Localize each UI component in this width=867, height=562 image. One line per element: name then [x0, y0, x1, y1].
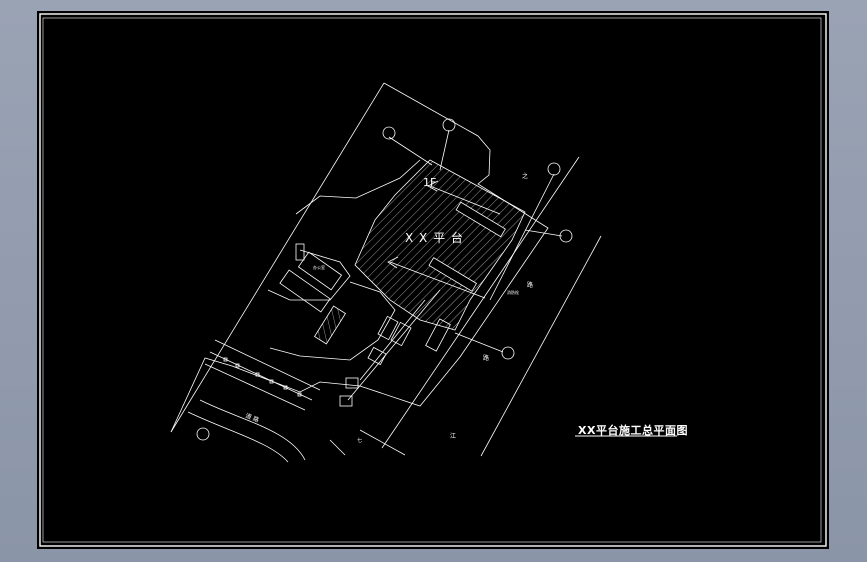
inner-border — [42, 17, 822, 543]
bottom-label-1: 七 — [357, 437, 362, 444]
row-markers — [223, 357, 302, 397]
axis-marker-3 — [547, 162, 561, 176]
road-line-2 — [480, 235, 602, 457]
outer-border — [39, 13, 827, 547]
arrow-head-2 — [387, 256, 399, 269]
drawing-viewport[interactable]: X X 平 台 1F 道 路 之 路 江 路 七 消防栓 办公室 XX平台施工总… — [37, 11, 829, 549]
axis-marker-2 — [442, 118, 456, 132]
axis-marker-5 — [501, 346, 515, 360]
floor-label: 1F — [423, 176, 436, 189]
axis-marker-6 — [196, 427, 210, 441]
arrow-head-1 — [427, 180, 439, 192]
road-label-side-3: 江 — [450, 433, 456, 440]
road-label-side-2: 路 — [527, 281, 533, 289]
existing-building-outline — [295, 159, 421, 215]
platform-hatch-area — [354, 159, 526, 331]
axis-marker-1 — [382, 126, 396, 140]
drawing-title: XX平台施工总平面图 — [578, 424, 688, 437]
road-label-side-1: 之 — [522, 172, 528, 180]
site-plan-drawing: X X 平 台 1F 道 路 之 路 江 路 七 消防栓 办公室 — [39, 13, 827, 547]
road-label-side-4: 路 — [483, 354, 489, 362]
platform-label: X X 平 台 — [405, 230, 464, 245]
bottom-road-curve — [199, 399, 306, 461]
building-bar-1 — [455, 201, 506, 238]
axis-marker-4 — [559, 229, 573, 243]
small-label-2: 办公室 — [313, 264, 325, 270]
arrow-line-2 — [389, 261, 486, 299]
arrow-line-1 — [429, 185, 501, 215]
site-boundary-left — [170, 82, 385, 433]
road-line-1 — [381, 156, 580, 449]
site-boundary — [170, 82, 549, 433]
small-label-1: 消防栓 — [507, 289, 519, 295]
building-bar-2 — [428, 257, 478, 292]
